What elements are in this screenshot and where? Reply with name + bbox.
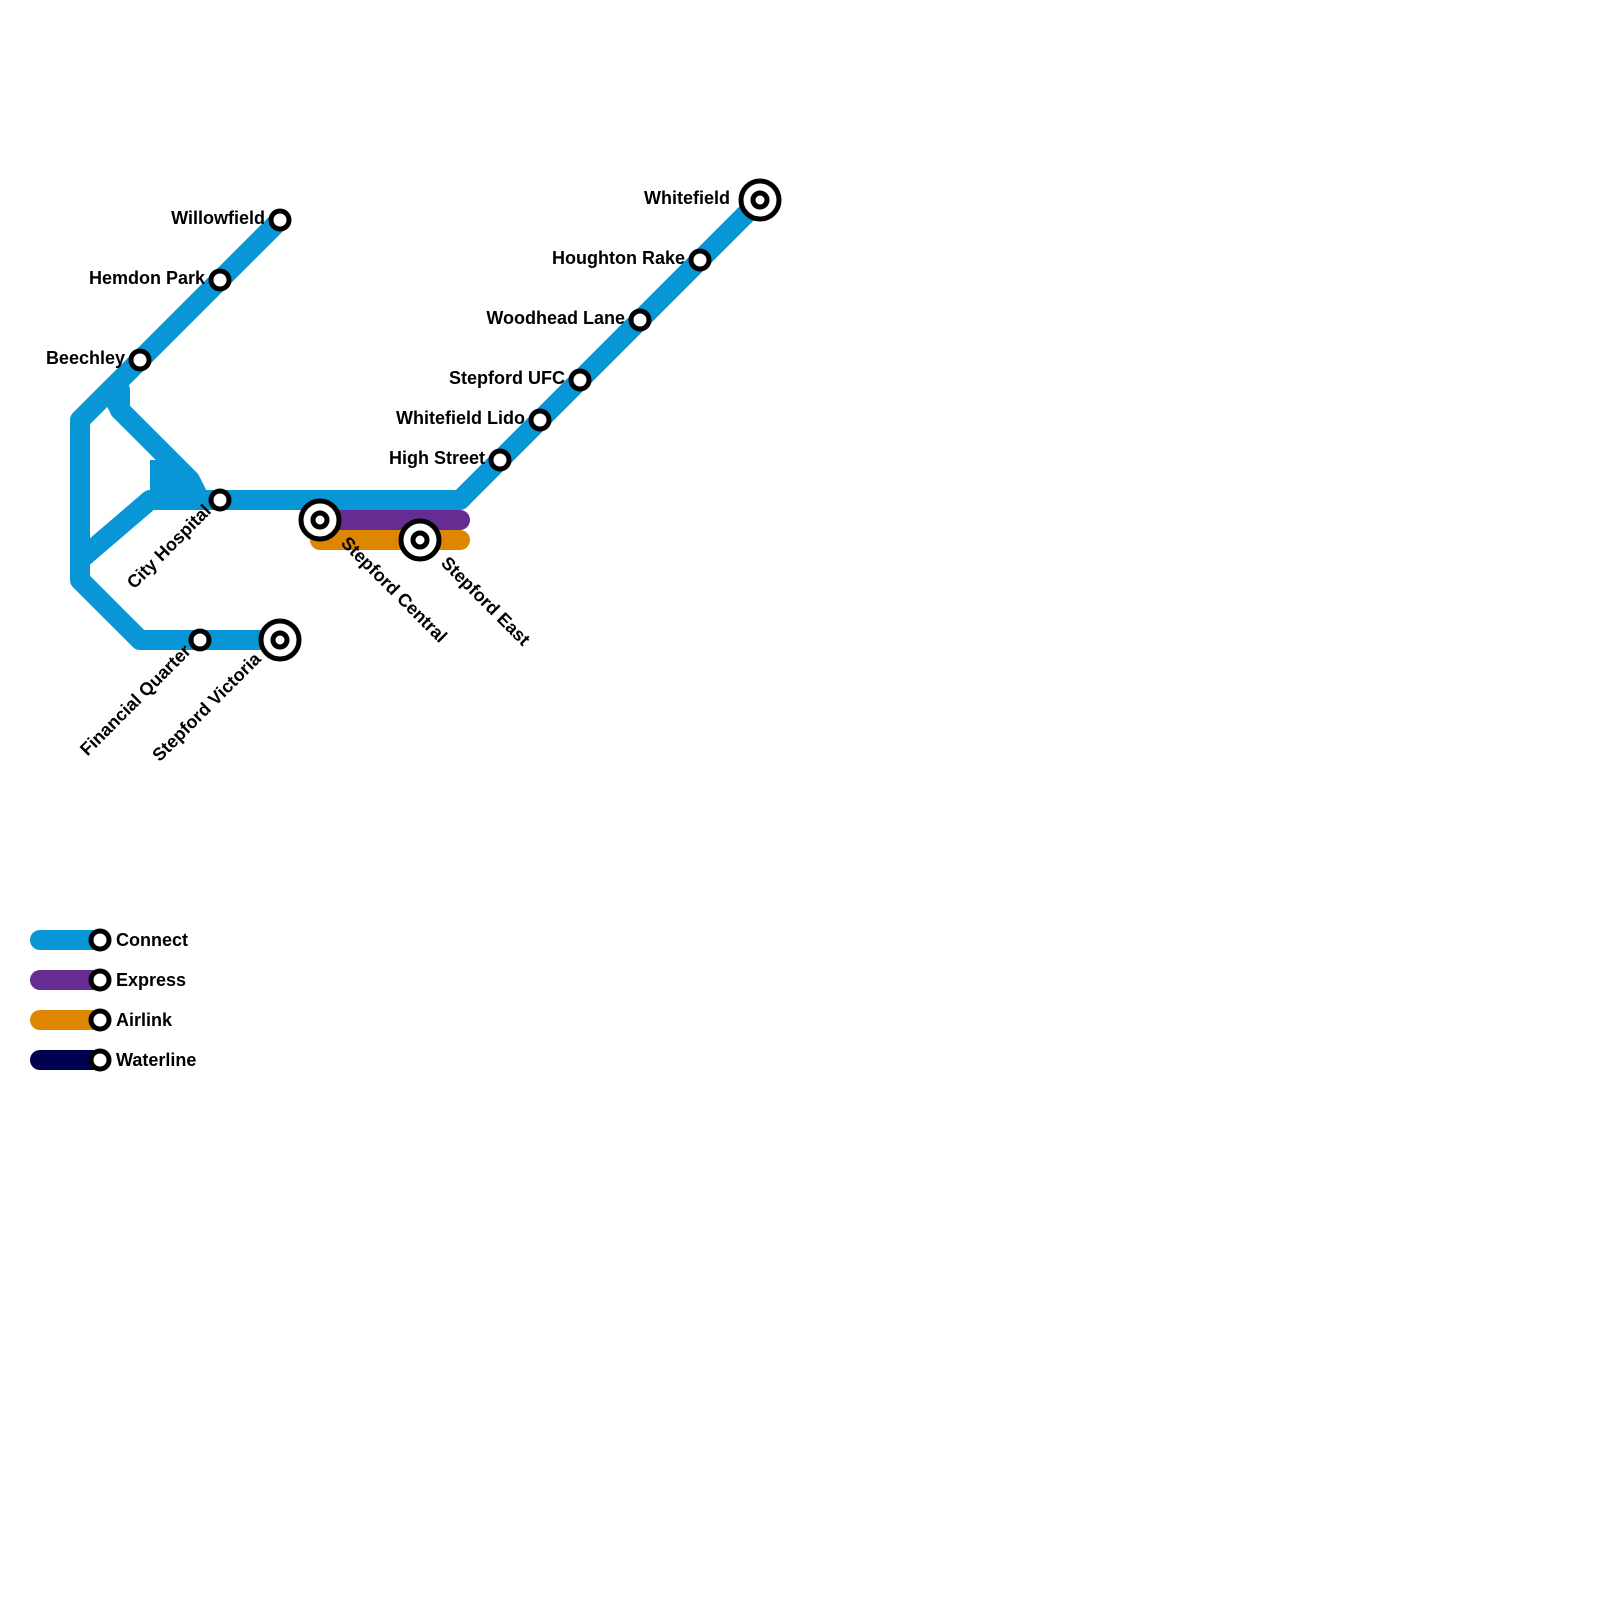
station-high-street[interactable]: High Street (389, 448, 512, 472)
station-hemdon-park[interactable]: Hemdon Park (89, 268, 232, 292)
legend: Connect Express Airlink Waterline (30, 928, 196, 1072)
station-label: Beechley (46, 348, 125, 368)
legend-item-waterline: Waterline (30, 1048, 196, 1072)
legend-label: Airlink (116, 1010, 173, 1030)
station-whitefield[interactable]: Whitefield (644, 178, 782, 222)
connect-junction-fill (150, 460, 200, 500)
station-label: Willowfield (171, 208, 265, 228)
station-label: Stepford UFC (449, 368, 565, 388)
station-label: Woodhead Lane (486, 308, 625, 328)
station-label: Houghton Rake (552, 248, 685, 268)
station-whitefield-lido[interactable]: Whitefield Lido (396, 408, 552, 432)
legend-item-airlink: Airlink (30, 1008, 173, 1032)
station-financial-quarter[interactable]: Financial Quarter (76, 628, 212, 760)
legend-label: Connect (116, 930, 188, 950)
legend-item-express: Express (30, 968, 186, 992)
legend-label: Express (116, 970, 186, 990)
legend-item-connect: Connect (30, 928, 188, 952)
station-label: Whitefield (644, 188, 730, 208)
station-woodhead-lane[interactable]: Woodhead Lane (486, 308, 652, 332)
connect-segment-lower-diagonal (70, 190, 770, 570)
legend-label: Waterline (116, 1050, 196, 1070)
station-willowfield[interactable]: Willowfield (171, 208, 292, 232)
station-label: Whitefield Lido (396, 408, 525, 428)
station-label: Stepford East (437, 553, 534, 650)
station-beechley[interactable]: Beechley (46, 348, 152, 372)
station-stepford-ufc[interactable]: Stepford UFC (449, 368, 592, 392)
station-label: High Street (389, 448, 485, 468)
station-houghton-rake[interactable]: Houghton Rake (552, 248, 712, 272)
station-label: Hemdon Park (89, 268, 206, 288)
